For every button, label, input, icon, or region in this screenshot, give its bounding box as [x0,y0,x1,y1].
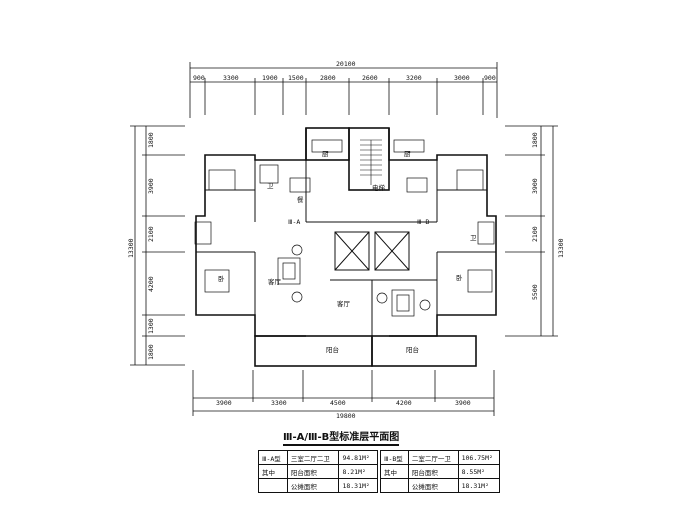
building-walls [195,127,497,367]
top-dim-seg: 3000 [454,74,470,82]
left-dim-ticks [130,125,185,366]
top-dim-seg: 1500 [288,74,304,82]
table-row: Ⅲ-B型 二室二厅一卫 106.75M² [380,450,501,465]
top-dim-seg: 900 [484,74,496,82]
table-cell: 阳台面积 [286,464,340,479]
table-row: 其中 阳台面积 8.21M² [258,464,378,479]
table-cell: 三室二厅二卫 [286,450,340,465]
room-label: 阳台 [326,346,339,354]
table-cell: 公摊面积 [286,478,340,493]
table-cell: 18.31M² [338,478,378,493]
table-cell: 106.75M² [457,450,501,465]
right-dim-seg: 2100 [531,226,539,242]
left-dim-total: 13300 [127,238,135,258]
table-cell: 阳台面积 [407,464,459,479]
room-label: 客厅 [337,300,350,308]
table-cell: Ⅲ-A型 [258,450,288,465]
table-cell: 8.21M² [338,464,378,479]
room-label: 卫 [267,182,274,190]
staircase [360,139,382,185]
left-dim-seg: 2100 [147,226,155,242]
top-dim-seg: 900 [193,74,205,82]
table-cell: 94.81M² [338,450,378,465]
room-label: 阳台 [406,346,419,354]
furniture [194,139,495,317]
table-cell: 18.31M² [457,478,501,493]
room-label: 卧 [218,275,225,283]
table-cell: Ⅲ-B型 [380,450,409,465]
left-dim-seg: 1800 [147,132,155,148]
right-dim-seg: 5500 [531,284,539,300]
table-row: Ⅲ-A型 三室二厅二卫 94.81M² [258,450,378,465]
unit-label-a: Ⅲ-A [288,218,301,226]
bottom-dim-seg: 4500 [330,399,346,407]
room-label: 厨 [404,150,411,158]
drawing-title: Ⅲ-A/Ⅲ-B型标准层平面图 [283,428,400,446]
table-cell [380,478,409,493]
top-dim-seg: 3300 [223,74,239,82]
top-dim-seg: 2800 [320,74,336,82]
area-table-b: Ⅲ-B型 二室二厅一卫 106.75M² 其中 阳台面积 8.55M² 公摊面积… [380,450,501,493]
top-dim-seg: 3200 [406,74,422,82]
left-dim-seg: 1800 [147,344,155,360]
room-label: 卫 [470,234,477,242]
table-cell: 其中 [380,464,409,479]
table-cell: 二室二厅一卫 [407,450,459,465]
left-dim-seg: 1300 [147,318,155,334]
elevator-shafts [334,231,410,271]
right-dim-total: 13300 [557,238,565,258]
room-label: 厨 [322,150,329,158]
right-dim-ticks [505,125,558,337]
bottom-dim-seg: 3900 [216,399,232,407]
bottom-dim-total: 19800 [336,412,356,420]
table-cell [258,478,288,493]
room-label: 餐 [297,196,304,204]
table-cell: 其中 [258,464,288,479]
table-cell: 8.55M² [457,464,501,479]
right-dim-seg: 1800 [531,132,539,148]
room-label: 卧 [456,274,463,282]
left-dim-seg: 4200 [147,276,155,292]
top-dim-total: 20100 [336,60,356,68]
bottom-dim-ticks [192,370,495,416]
table-row: 其中 阳台面积 8.55M² [380,464,501,479]
room-label: 客厅 [268,278,281,286]
top-dim-seg: 2600 [362,74,378,82]
bottom-dim-seg: 4200 [396,399,412,407]
left-dim-seg: 3900 [147,178,155,194]
interior-walls [196,160,496,336]
table-row: 公摊面积 18.31M² [258,478,378,493]
top-dim-ticks [204,78,484,115]
unit-label-b: Ⅲ-B [417,218,430,226]
right-dim-seg: 3900 [531,178,539,194]
bottom-dim-seg: 3300 [271,399,287,407]
room-label: 电梯 [372,184,385,192]
table-row: 公摊面积 18.31M² [380,478,501,493]
bottom-dim-seg: 3900 [455,399,471,407]
top-dim-seg: 1900 [262,74,278,82]
area-table-a: Ⅲ-A型 三室二厅二卫 94.81M² 其中 阳台面积 8.21M² 公摊面积 … [258,450,378,493]
table-cell: 公摊面积 [407,478,459,493]
